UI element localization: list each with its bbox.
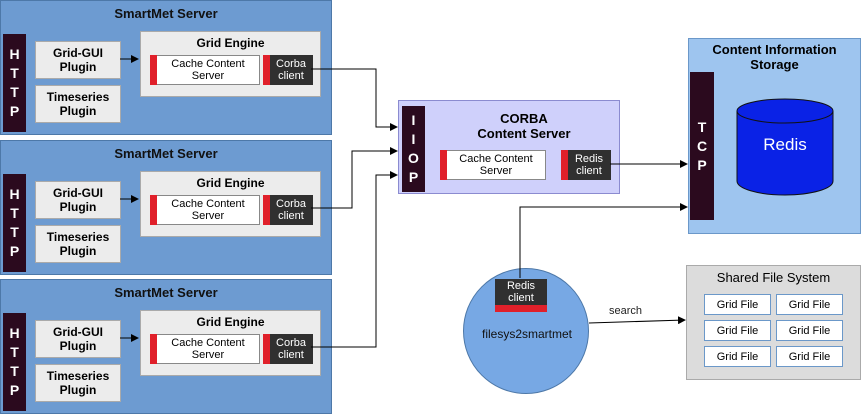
redis-client: Redis client	[561, 150, 611, 180]
cache-content-server: Cache Content Server	[150, 334, 260, 364]
cache-content-server: Cache Content Server	[150, 55, 260, 85]
grid-engine-title: Grid Engine	[196, 176, 265, 190]
grid-file: Grid File	[776, 294, 843, 315]
corba-client: Corba client	[263, 55, 313, 85]
corba-content-server: CORBA Content Server I I O P Cache Conte…	[398, 100, 620, 194]
filesys2smartmet-node: Redis client filesys2smartmet	[463, 268, 589, 394]
red-accent	[150, 195, 157, 225]
grid-engine: Grid Engine Cache Content Server Corba c…	[140, 31, 321, 97]
shared-fs-title: Shared File System	[716, 270, 831, 285]
arrow-corba-client-2	[311, 147, 398, 209]
http-bar: H T T P	[3, 313, 26, 411]
search-label: search	[609, 305, 643, 317]
red-accent	[263, 334, 270, 364]
grid-gui-plugin: Grid-GUI Plugin	[35, 181, 121, 219]
smartmet-server-1: SmartMet Server H T T P Grid-GUI Plugin …	[0, 0, 332, 135]
tcp-bar: T C P	[690, 72, 714, 220]
grid-engine: Grid Engine Cache Content Server Corba c…	[140, 171, 321, 237]
arrow-corba-client-3	[311, 171, 398, 348]
filesys2smartmet-label: filesys2smartmet	[481, 327, 573, 341]
grid-file: Grid File	[776, 346, 843, 367]
cache-content-server: Cache Content Server	[150, 195, 260, 225]
smartmet-server-title: SmartMet Server	[114, 6, 218, 21]
red-accent	[495, 305, 547, 312]
red-accent	[561, 150, 568, 180]
arrow-corba-client-1	[311, 68, 398, 131]
timeseries-plugin: Timeseries Plugin	[35, 225, 121, 263]
iiop-bar: I I O P	[402, 106, 425, 192]
grid-engine-title: Grid Engine	[196, 315, 265, 329]
arrow-filesys-to-tcp	[519, 203, 688, 278]
content-information-storage: Content Information Storage T C P Redis	[688, 38, 861, 234]
cache-content-server: Cache Content Server	[440, 150, 546, 180]
grid-file: Grid File	[704, 320, 771, 341]
red-accent	[440, 150, 447, 180]
grid-file: Grid File	[776, 320, 843, 341]
redis-database-icon	[736, 98, 834, 196]
smartmet-server-3: SmartMet Server H T T P Grid-GUI Plugin …	[0, 279, 332, 414]
grid-file: Grid File	[704, 346, 771, 367]
red-accent	[263, 55, 270, 85]
http-bar: H T T P	[3, 174, 26, 272]
red-accent	[150, 334, 157, 364]
corba-client: Corba client	[263, 334, 313, 364]
corba-client: Corba client	[263, 195, 313, 225]
red-accent	[150, 55, 157, 85]
grid-engine: Grid Engine Cache Content Server Corba c…	[140, 310, 321, 376]
smartmet-server-title: SmartMet Server	[114, 285, 218, 300]
http-bar: H T T P	[3, 34, 26, 132]
grid-gui-plugin: Grid-GUI Plugin	[35, 320, 121, 358]
redis-label: Redis	[763, 135, 807, 154]
timeseries-plugin: Timeseries Plugin	[35, 85, 121, 123]
smartmet-server-title: SmartMet Server	[114, 146, 218, 161]
storage-title: Content Information Storage	[712, 42, 837, 72]
redis-client: Redis client	[495, 279, 547, 305]
corba-server-title: CORBA Content Server	[477, 111, 571, 141]
arrow-search	[588, 316, 686, 325]
grid-gui-plugin: Grid-GUI Plugin	[35, 41, 121, 79]
red-accent	[263, 195, 270, 225]
shared-file-system: Shared File System Grid File Grid File G…	[686, 265, 861, 380]
grid-file: Grid File	[704, 294, 771, 315]
timeseries-plugin: Timeseries Plugin	[35, 364, 121, 402]
smartmet-server-2: SmartMet Server H T T P Grid-GUI Plugin …	[0, 140, 332, 275]
grid-engine-title: Grid Engine	[196, 36, 265, 50]
